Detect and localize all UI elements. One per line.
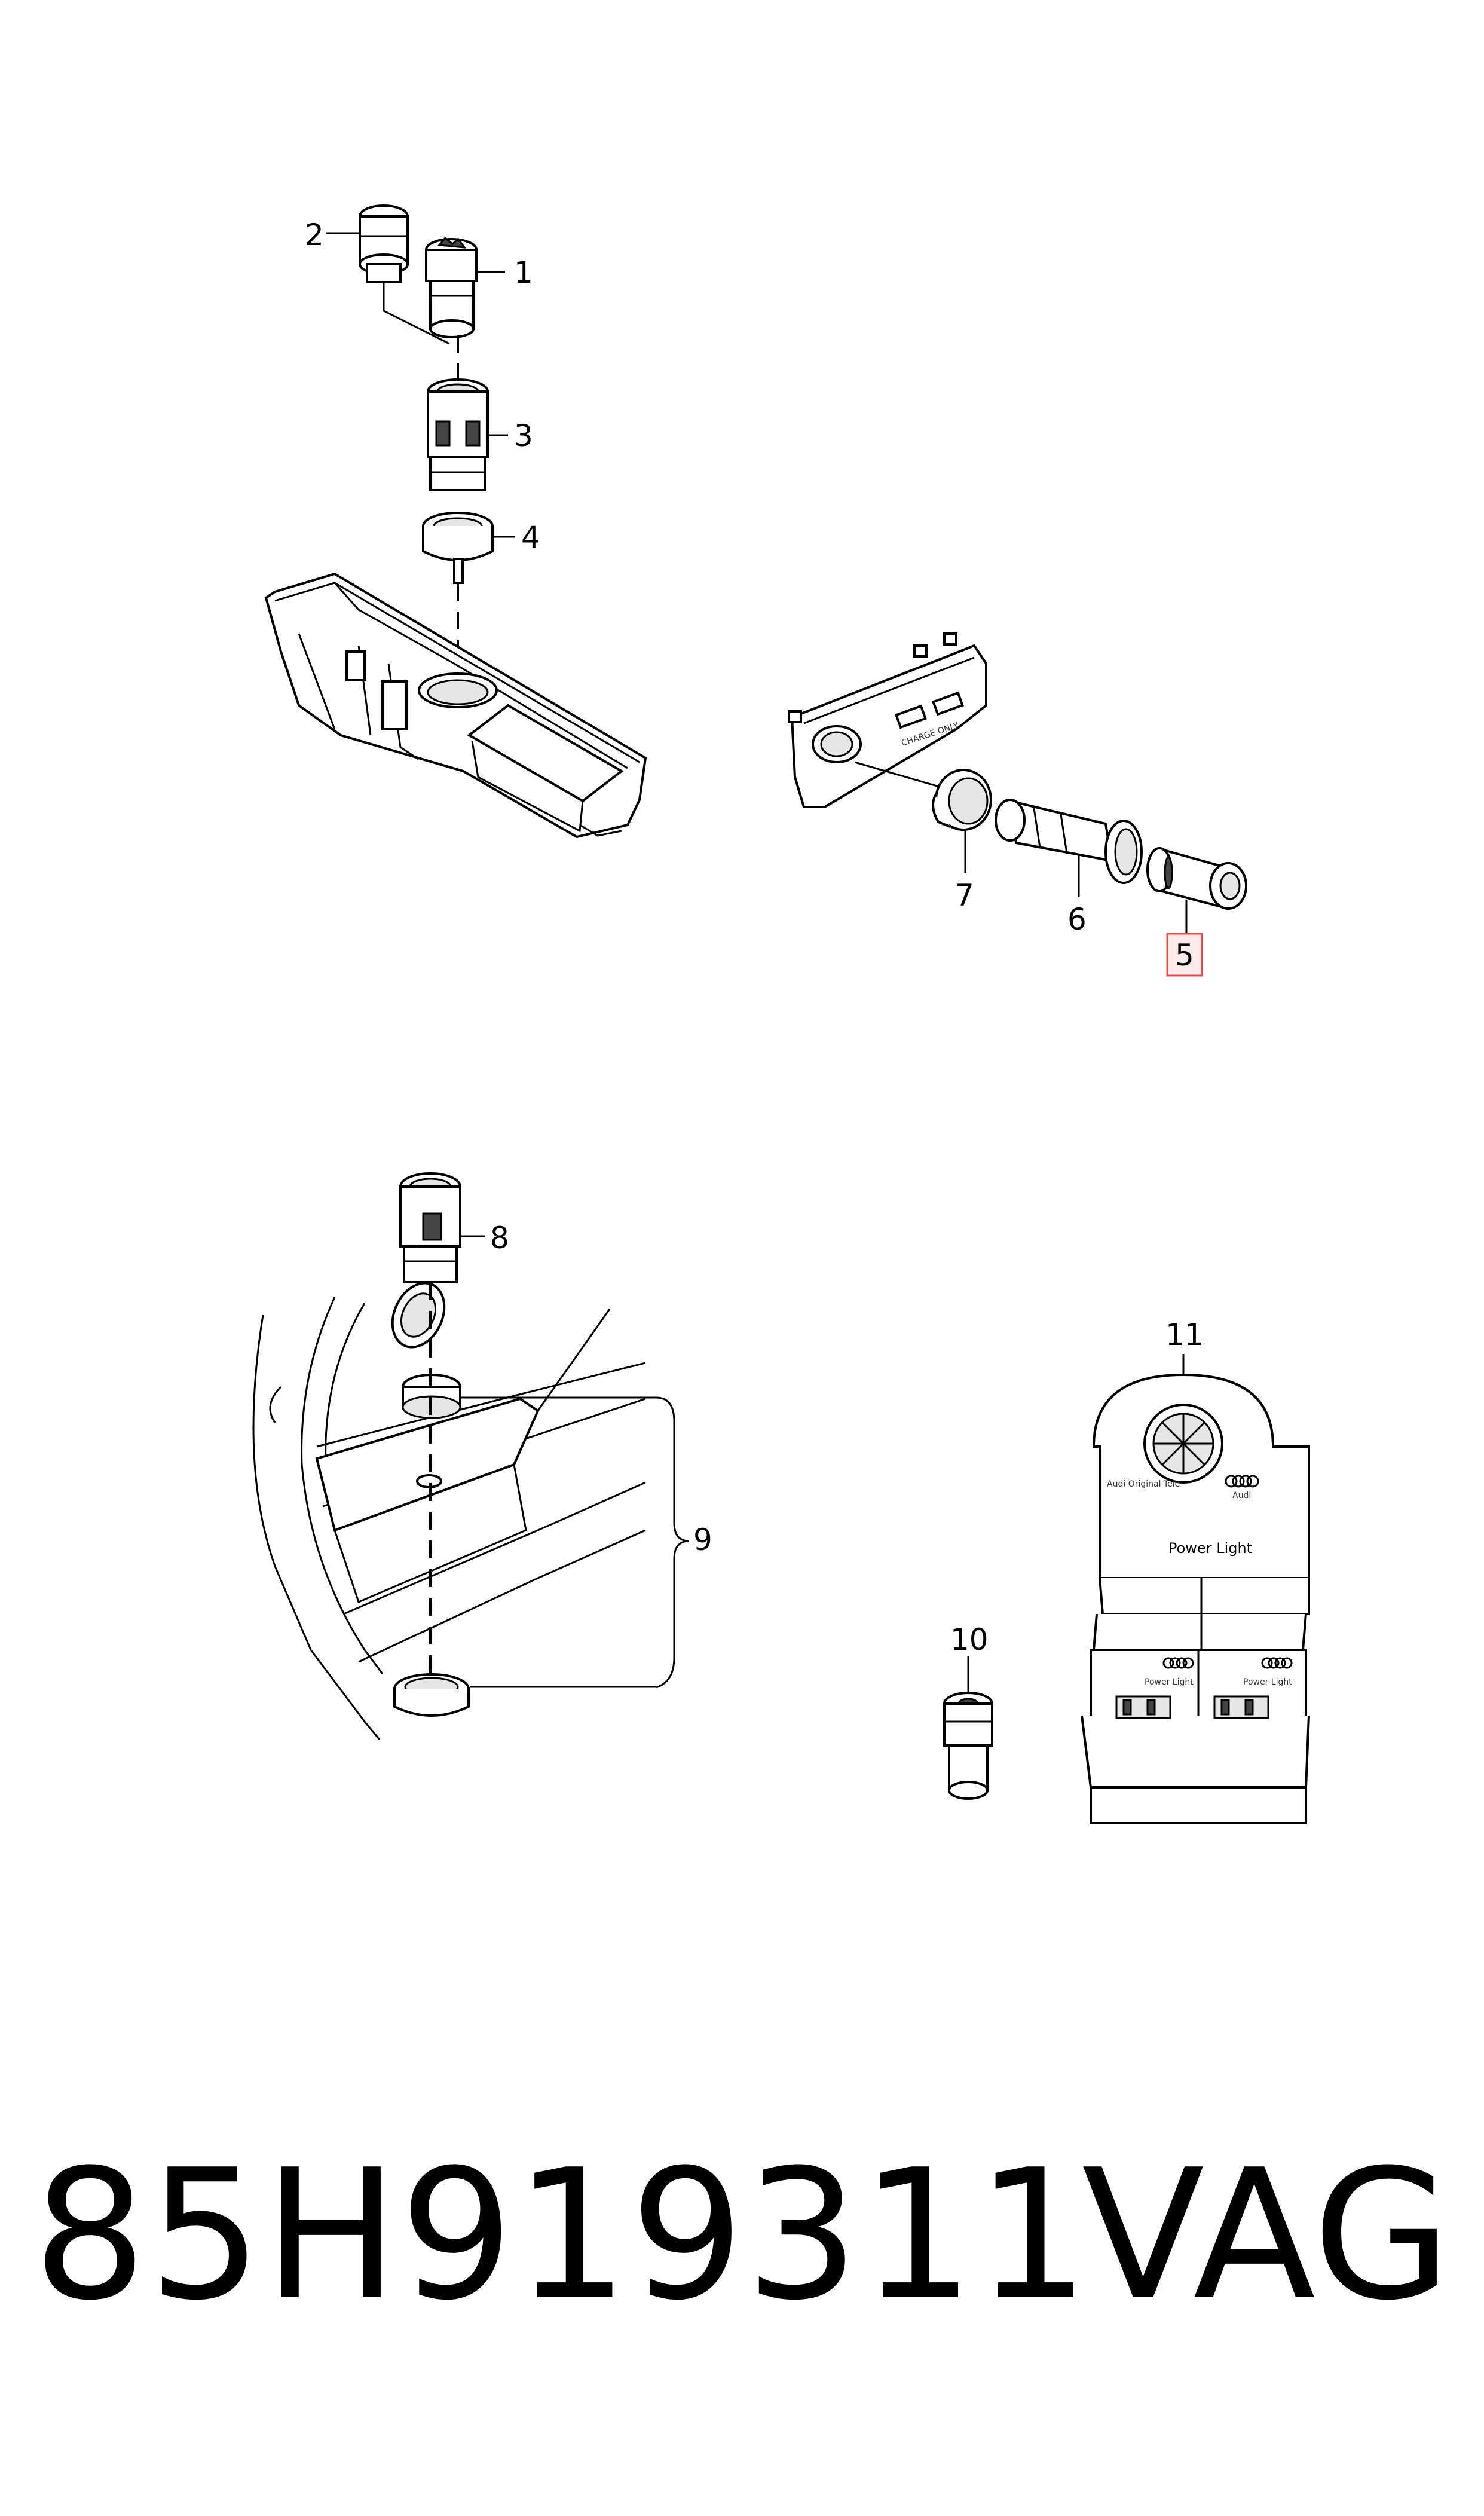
parts-diagram: 2 1 3 4 CHARGE ONLY: [252, 204, 1310, 1824]
console-tray: [264, 572, 647, 839]
part-number: 85H919311: [33, 2131, 1091, 2340]
part-1-lighter: [425, 236, 478, 338]
assembly-line-2: [383, 282, 450, 345]
unit-product-left: [1115, 1695, 1171, 1719]
console-assembly: 2 1 3 4: [264, 204, 647, 839]
accessory-group: 10 11 Audi Original Tele Audi Power Ligh…: [943, 1317, 1310, 1824]
callout-5: 5: [1175, 938, 1194, 973]
highlight-box-5: [1166, 933, 1203, 977]
callout-3: 3: [514, 418, 533, 453]
callout-1: 1: [514, 255, 533, 290]
part-8-socket: [399, 1172, 461, 1283]
display-product: Power Light: [1168, 1540, 1252, 1557]
brace-9: [656, 1396, 690, 1689]
part-5-lighter-insert: [1146, 847, 1247, 910]
unit-label-left: Power Light: [1145, 1677, 1194, 1687]
socket-panel-assembly: CHARGE ONLY: [788, 632, 1247, 977]
brand-label: VAG: [1082, 2131, 1452, 2340]
audi-rings-left: [1162, 1657, 1194, 1669]
part-10-power-light: 10: [943, 1622, 993, 1800]
socket-panel: CHARGE ONLY: [788, 632, 987, 808]
callout-7: 7: [955, 878, 974, 913]
part-3-socket-body: [427, 378, 489, 491]
callout-8: 8: [490, 1221, 509, 1255]
part-4-ring: [422, 512, 494, 584]
audi-rings-logo: [1225, 1475, 1259, 1488]
unit-product-right: [1213, 1695, 1269, 1719]
part-11-display-box: 11 Audi Original Tele Audi Power Light: [1081, 1317, 1310, 1824]
callout-4: 4: [521, 520, 540, 555]
unit-label-right: Power Light: [1243, 1677, 1292, 1687]
part-6-socket: [995, 799, 1143, 884]
footer: 85H919311 VAG: [0, 2110, 1484, 2361]
callout-11: 11: [1165, 1317, 1204, 1352]
callout-9: 9: [693, 1523, 712, 1557]
trunk-socket-assembly: 8: [252, 1172, 712, 1740]
display-header: Audi Original Tele: [1107, 1479, 1180, 1489]
display-brand: Audi: [1232, 1491, 1251, 1500]
callout-6: 6: [1067, 902, 1087, 937]
part-2-plug: [359, 204, 409, 283]
callout-2: 2: [305, 218, 324, 252]
callout-10: 10: [950, 1622, 989, 1657]
trunk-panel: [252, 1282, 646, 1740]
assembly-line-panel: [854, 761, 944, 789]
audi-rings-right: [1261, 1657, 1293, 1669]
part-7-ring: [932, 769, 992, 831]
